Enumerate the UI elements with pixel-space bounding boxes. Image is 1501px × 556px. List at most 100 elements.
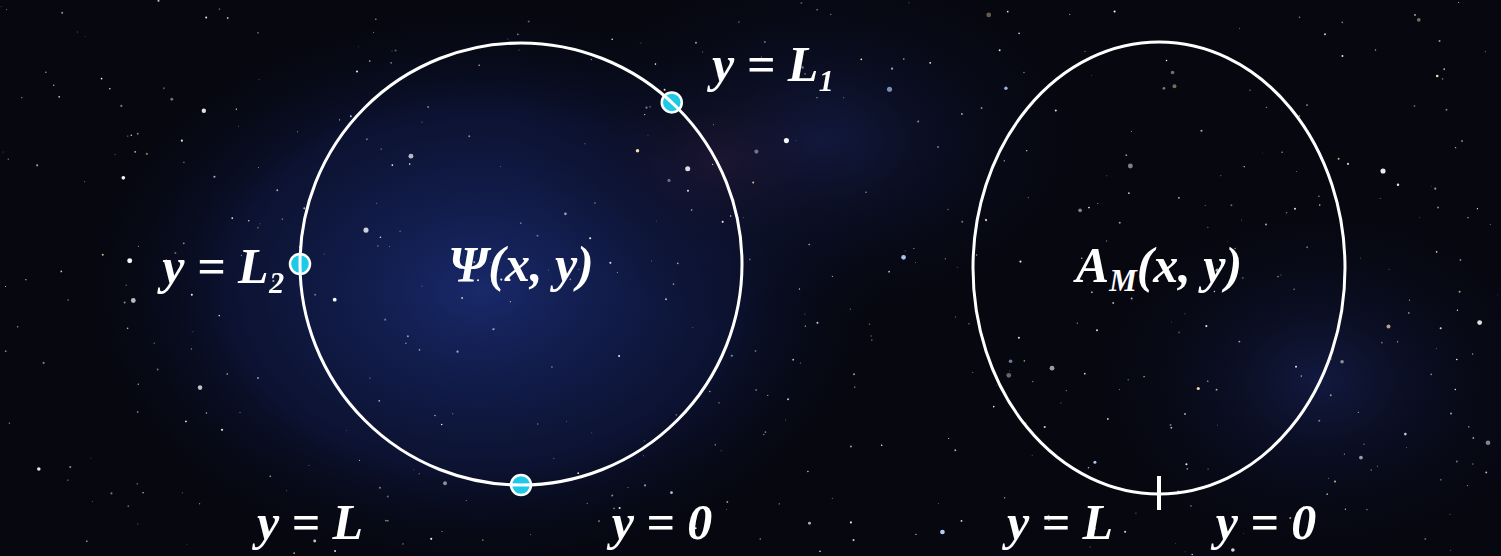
star [792, 359, 794, 361]
star [191, 294, 193, 296]
star [816, 9, 817, 10]
star [1135, 513, 1136, 514]
star [339, 119, 340, 120]
star [1184, 313, 1186, 315]
star [1096, 329, 1098, 331]
star [136, 483, 138, 485]
star [1345, 509, 1346, 510]
star [891, 68, 893, 70]
star [1004, 160, 1005, 161]
star [170, 98, 173, 101]
star [767, 395, 768, 396]
star [954, 449, 956, 451]
star [1341, 55, 1343, 57]
star [816, 97, 817, 98]
star [1119, 222, 1121, 224]
nebula [580, 70, 860, 250]
star [905, 250, 906, 251]
star [865, 191, 866, 192]
star [1184, 551, 1186, 553]
star [468, 135, 470, 137]
star [1439, 40, 1441, 42]
star [86, 541, 87, 542]
star [976, 254, 978, 256]
star [1191, 554, 1193, 556]
star [259, 223, 260, 224]
star [1490, 224, 1491, 225]
star [1457, 310, 1458, 311]
star [915, 534, 916, 535]
star [1436, 347, 1438, 349]
star [1244, 166, 1245, 167]
star [881, 444, 882, 445]
function-label: Ψ(x, y) [448, 237, 593, 292]
star [380, 236, 382, 238]
star [67, 479, 68, 480]
star [1078, 208, 1082, 212]
star [656, 220, 658, 222]
star [715, 444, 716, 445]
boundary-label: y = L₂ [162, 239, 286, 294]
star [1363, 444, 1364, 445]
star [816, 322, 818, 324]
star [1185, 463, 1187, 465]
star [985, 219, 987, 221]
star [1306, 104, 1308, 106]
star [58, 96, 60, 98]
star [1200, 130, 1202, 132]
star [643, 455, 644, 456]
star [391, 51, 392, 52]
star [356, 70, 358, 72]
star [778, 503, 780, 505]
star [17, 326, 19, 328]
star [726, 508, 728, 510]
star [947, 209, 948, 210]
star [645, 107, 647, 109]
star [1299, 16, 1301, 18]
star [297, 131, 298, 132]
star [1459, 291, 1461, 293]
star [917, 120, 919, 122]
star [461, 297, 463, 299]
star [114, 153, 116, 155]
star [530, 534, 531, 535]
star [1299, 115, 1300, 116]
star [109, 88, 110, 89]
star [1387, 325, 1391, 329]
star [126, 285, 127, 286]
star [564, 213, 567, 216]
star [492, 328, 494, 330]
star [1294, 208, 1296, 210]
star [520, 222, 522, 224]
star [799, 288, 800, 289]
star [384, 319, 386, 321]
star [591, 59, 592, 60]
star [730, 215, 731, 216]
star [617, 272, 618, 273]
star [409, 163, 411, 165]
star [1370, 469, 1371, 470]
star [1344, 454, 1345, 455]
star [1418, 217, 1420, 219]
star [677, 262, 679, 264]
star [276, 189, 278, 191]
star [1461, 140, 1463, 142]
star [1417, 18, 1421, 22]
star [1107, 418, 1109, 420]
star [1437, 206, 1439, 208]
star [76, 31, 78, 33]
star [53, 84, 55, 86]
star [257, 32, 259, 34]
star [1477, 320, 1482, 325]
star [1442, 78, 1444, 80]
star [1434, 188, 1436, 190]
star [218, 315, 220, 317]
star [785, 419, 787, 421]
star [1239, 27, 1241, 29]
star [138, 246, 139, 247]
star [282, 218, 284, 220]
star [257, 377, 259, 379]
star [1414, 105, 1416, 107]
star [258, 79, 260, 81]
star [1170, 424, 1172, 426]
